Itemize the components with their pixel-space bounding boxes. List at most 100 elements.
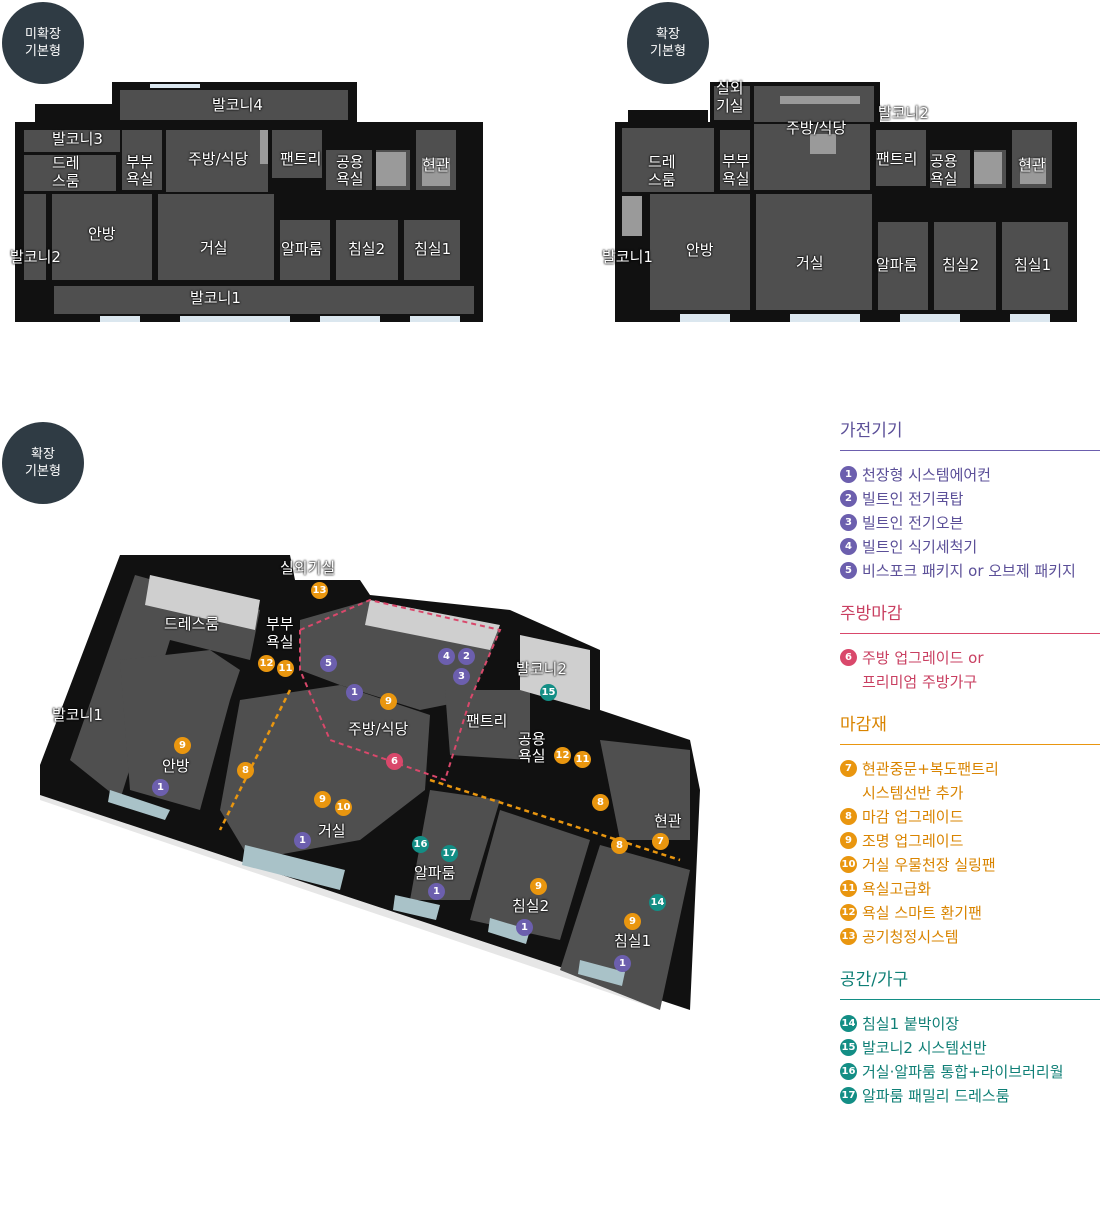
plan-type-badge-2: 확장 기본형 — [627, 2, 709, 84]
room-label-kitchen: 주방/식당 — [786, 119, 847, 137]
room-label-entrance: 현관 — [422, 156, 450, 174]
room-label-public-bath-line2: 욕실 — [336, 170, 364, 188]
room-label-alpha: 알파룸 — [876, 256, 918, 274]
legend-text: 거실 우물천장 실링팬 — [862, 856, 996, 874]
legend-divider — [840, 999, 1100, 1000]
legend-text: 주방 업그레이드 or 프리미엄 주방가구 — [862, 646, 983, 694]
room-label-master: 안방 — [162, 757, 190, 775]
marker-15: 15 — [540, 684, 557, 701]
room-label-bed1: 침실1 — [614, 932, 652, 950]
room-label-master: 안방 — [88, 225, 116, 243]
room-label-outdoor-unit-line1: 실외 — [716, 79, 744, 97]
legend-text: 조명 업그레이드 — [862, 832, 964, 850]
room-label-alpha: 알파룸 — [281, 240, 323, 258]
room-label-public-bath-line1: 공용 — [930, 152, 958, 170]
marker-1: 1 — [152, 779, 169, 796]
room-label-dressroom: 드레스룸 — [164, 615, 220, 633]
marker-1: 1 — [294, 832, 311, 849]
marker-1: 1 — [516, 919, 533, 936]
marker-9: 9 — [174, 737, 191, 754]
legend-text: 공기청정시스템 — [862, 928, 959, 946]
marker-11: 11 — [277, 660, 294, 677]
badge-line-1: 확장 — [656, 27, 680, 42]
room-label-bed1: 침실1 — [1014, 256, 1052, 274]
badge-line-2: 기본형 — [25, 464, 61, 479]
marker-14: 14 — [649, 894, 666, 911]
marker-9: 9 — [530, 878, 547, 895]
room-label-couple-bath-line1: 부부 — [266, 615, 294, 633]
room-label-living: 거실 — [318, 822, 346, 840]
room-label-balcony1: 발코니1 — [52, 706, 103, 724]
badge-line-1: 미확장 — [25, 27, 61, 42]
room-label-public-bath-line2: 욕실 — [930, 170, 958, 188]
floor-plan-unextended: 발코니4 발코니3 드레 스룸 부부 욕실 주방/식당 팬트리 공용 욕실 현관… — [0, 0, 500, 330]
marker-17: 17 — [441, 845, 458, 862]
room-label-balcony4: 발코니4 — [212, 96, 263, 114]
legend-text-line: 프리미엄 주방가구 — [862, 673, 978, 691]
legend-text: 비스포크 패키지 or 오브제 패키지 — [862, 562, 1076, 580]
room-label-entrance: 현관 — [654, 812, 682, 830]
legend-number: 13 — [840, 928, 857, 945]
marker-12: 12 — [258, 655, 275, 672]
room-label-alpha: 알파룸 — [414, 864, 456, 882]
room-label-dressroom-line1: 드레 — [648, 153, 676, 171]
room-label-living: 거실 — [200, 239, 228, 257]
floor-plan-extended: 실외 기실 주방/식당 발코니2 드레 스룸 부부 욕실 팬트리 공용 욕실 현… — [600, 0, 1090, 330]
legend-section-title: 가전기기 — [840, 421, 903, 441]
legend-number: 16 — [840, 1063, 857, 1080]
legend-number: 10 — [840, 856, 857, 873]
room-label-dressroom-line2: 스룸 — [648, 171, 676, 189]
plan-type-badge-3: 확장 기본형 — [2, 422, 84, 504]
room-label-kitchen: 주방/식당 — [188, 150, 249, 168]
plan-type-badge-1: 미확장 기본형 — [2, 2, 84, 84]
marker-3: 3 — [453, 668, 470, 685]
legend-divider — [840, 450, 1100, 451]
legend-text: 발코니2 시스템선반 — [862, 1039, 987, 1057]
marker-13: 13 — [311, 582, 328, 599]
marker-6: 6 — [386, 753, 403, 770]
room-label-couple-bath-line1: 부부 — [722, 152, 750, 170]
floor-plan-unextended-drawing — [15, 82, 483, 322]
room-label-public-bath-line1: 공용 — [336, 153, 364, 171]
legend-section-title: 주방마감 — [840, 604, 903, 624]
room-label-bed1: 침실1 — [414, 240, 452, 258]
marker-2: 2 — [458, 648, 475, 665]
room-label-bed2: 침실2 — [348, 240, 386, 258]
room-label-couple-bath-line2: 욕실 — [722, 170, 750, 188]
room-label-pantry: 팬트리 — [466, 712, 508, 730]
marker-9: 9 — [314, 791, 331, 808]
marker-7: 7 — [652, 833, 669, 850]
marker-5: 5 — [320, 655, 337, 672]
room-label-balcony2: 발코니2 — [878, 104, 929, 122]
room-label-public-bath-line1: 공용 — [518, 730, 546, 748]
room-label-couple-bath-line2: 욕실 — [266, 633, 294, 651]
legend-text-line: 주방 업그레이드 or — [862, 649, 984, 667]
legend-divider — [840, 744, 1100, 745]
legend-text: 욕실 스마트 환기팬 — [862, 904, 982, 922]
marker-8: 8 — [592, 794, 609, 811]
legend-text: 마감 업그레이드 — [862, 808, 964, 826]
room-label-dressroom-line2: 스룸 — [52, 172, 80, 190]
legend-number: 17 — [840, 1087, 857, 1104]
legend-text: 침실1 붙박이장 — [862, 1015, 960, 1033]
marker-12: 12 — [554, 747, 571, 764]
marker-9: 9 — [624, 913, 641, 930]
legend-text: 천장형 시스템에어컨 — [862, 466, 991, 484]
marker-1: 1 — [428, 883, 445, 900]
room-label-outdoor-unit-line2: 기실 — [716, 97, 744, 115]
